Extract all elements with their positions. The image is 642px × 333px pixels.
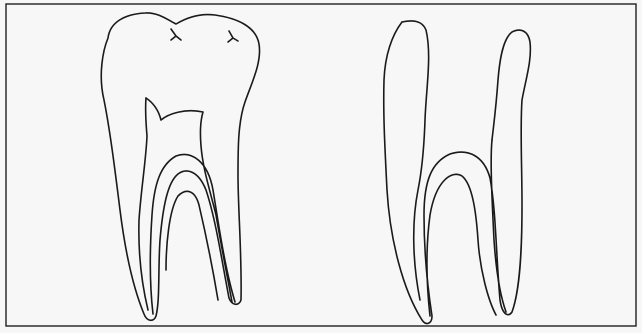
residual-wall-left [384, 22, 531, 323]
occlusal-fissure-right [228, 31, 238, 42]
root-canal-inner-right [427, 174, 496, 316]
molar-outline [101, 13, 259, 320]
occlusal-fissure-left [171, 29, 181, 40]
root-canal-inner [150, 154, 235, 314]
pulp-canal-mesial [139, 98, 148, 310]
molar-right [384, 21, 531, 324]
figure-border [6, 4, 636, 326]
molar-left [101, 13, 259, 320]
residual-wall-left-top [402, 21, 429, 300]
